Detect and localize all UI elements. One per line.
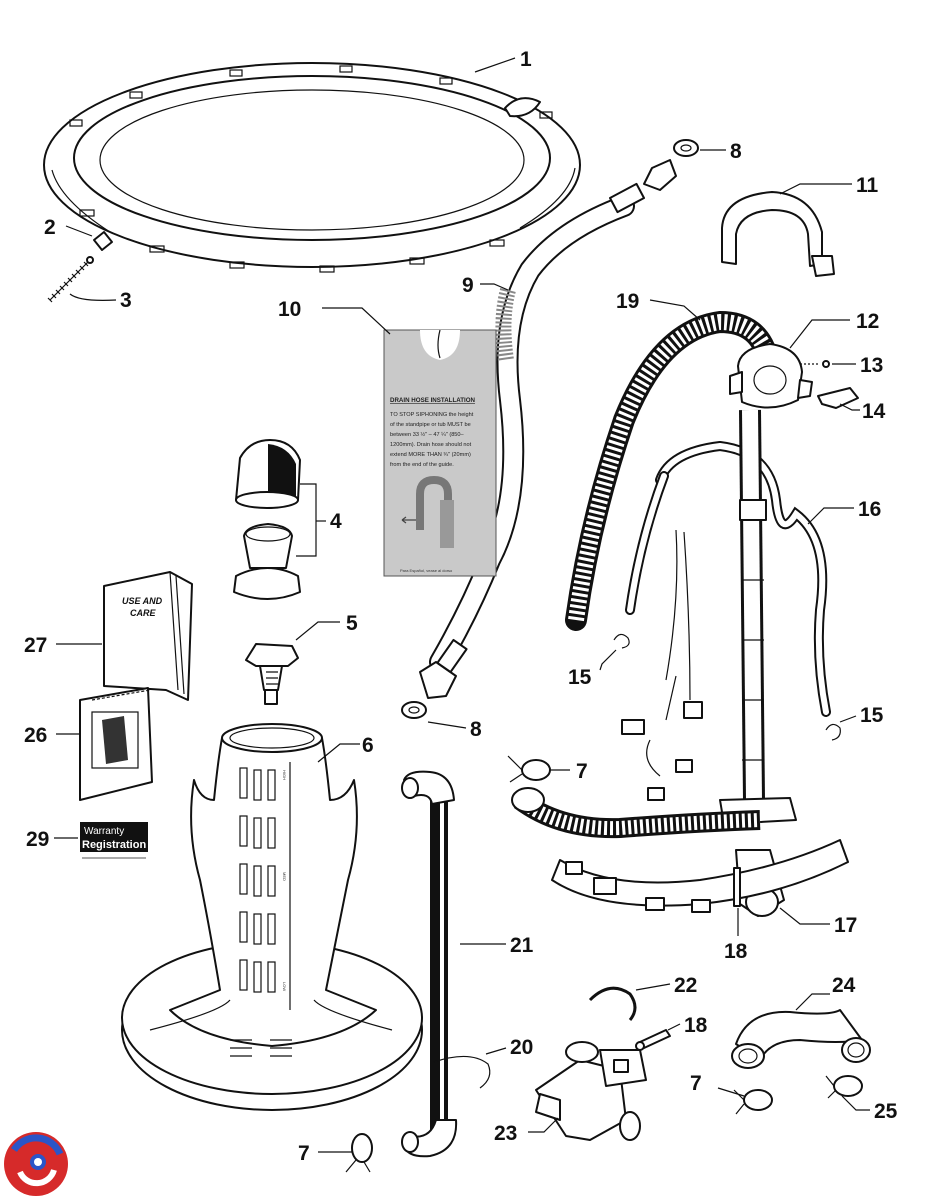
part-6-agitator: HIGH MED LOW [121,723,423,1111]
callout-17: 17 [834,914,857,937]
part-24-hose [731,1009,871,1069]
part-22-wire-clip [588,986,637,1021]
callout-22: 22 [674,974,697,997]
callout-7-bottom: 7 [298,1142,310,1165]
manual-title-line-1: USE AND [122,596,163,606]
callout-15-right: 15 [860,704,884,727]
callout-18-lower: 18 [684,1014,708,1037]
card-line-5: extend MORE THAN ¾" (20mm) [390,452,471,458]
callout-25: 25 [874,1100,898,1123]
part-11-hose-guide [721,191,835,277]
card-line-4: 1200mm). Drain hose should not [390,442,472,448]
part-18-screw-upper [733,867,741,907]
manual-title-line-2: CARE [130,608,156,618]
callout-4: 4 [330,510,342,533]
part-8-washer-top [673,139,699,157]
part-10-drain-hose-card: DRAIN HOSE INSTALLATION TO STOP SIPHONIN… [383,329,497,577]
callout-15-left: 15 [568,666,592,689]
part-21-air-tube [401,770,458,1158]
part-1-tub-ring [43,62,581,273]
part-9-drain-hose [419,159,677,699]
card-line-1: TO STOP SIPHONING the height [390,412,474,418]
part-18-screw-lower [635,1029,671,1051]
part-29-warranty-registration: Warranty Registration [80,822,148,859]
part-23-water-valve [535,1041,647,1141]
callout-8-top: 8 [730,140,742,163]
brand-logo [4,1132,68,1196]
warranty-line-2: Registration [82,839,146,851]
card-footer: Para Español, vease al dorso [400,568,453,573]
part-15-clip-right [825,723,841,741]
part-7-clamp-right [733,1089,773,1115]
part-4-agitator-cap [233,439,301,600]
part-12-pressure-dome [729,343,813,409]
part-26-literature-bag [79,687,153,801]
callout-20: 20 [510,1036,533,1059]
part-7-clamp-bottom [345,1133,373,1173]
callout-7-middle: 7 [576,760,588,783]
part-25-clamp [825,1075,863,1099]
part-3-spring [47,256,94,303]
card-line-3: between 33 ½" – 47 ¼" (850– [390,431,465,438]
part-20-tie [433,1055,491,1089]
scale-low: LOW [282,982,287,991]
card-line-2: of the standpipe or tub MUST be [390,422,471,428]
part-16-harness-tube [625,440,831,717]
callout-9: 9 [462,274,474,297]
callout-26: 26 [24,724,47,747]
part-5-agitator-bolt [245,643,299,705]
callout-14: 14 [862,400,886,423]
part-19-corrugated-hose [565,310,779,631]
callout-2: 2 [44,216,56,239]
scale-med: MED [282,872,287,881]
callout-16: 16 [858,498,881,521]
callout-21: 21 [510,934,534,957]
callout-6: 6 [362,734,374,757]
callout-7-right: 7 [690,1072,702,1095]
card-line-6: from the end of the guide. [390,462,454,468]
part-14-clip [817,387,859,409]
callout-12: 12 [856,310,879,333]
callout-29: 29 [26,828,49,851]
part-8-washer-bottom [401,701,427,719]
callout-27: 27 [24,634,47,657]
wiring-harness [511,529,761,913]
callout-3: 3 [120,289,132,312]
callout-11: 11 [856,174,879,197]
callout-19: 19 [616,290,639,313]
callout-24: 24 [832,974,856,997]
scale-high: HIGH [282,770,287,780]
callout-18-upper: 18 [724,940,748,963]
part-15-clip-left [613,633,630,649]
card-title: DRAIN HOSE INSTALLATION [390,397,476,404]
callout-5: 5 [346,612,358,635]
part-7-clamp-middle [507,755,551,783]
callout-13: 13 [860,354,883,377]
callout-23: 23 [494,1122,517,1145]
warranty-line-1: Warranty [84,826,124,837]
part-27-use-and-care-manual: USE AND CARE [103,571,193,701]
part-2-clip [93,231,113,251]
part-13-screw [822,360,830,368]
callout-8-bottom: 8 [470,718,482,741]
callout-1: 1 [520,48,532,71]
callout-10: 10 [278,298,301,321]
